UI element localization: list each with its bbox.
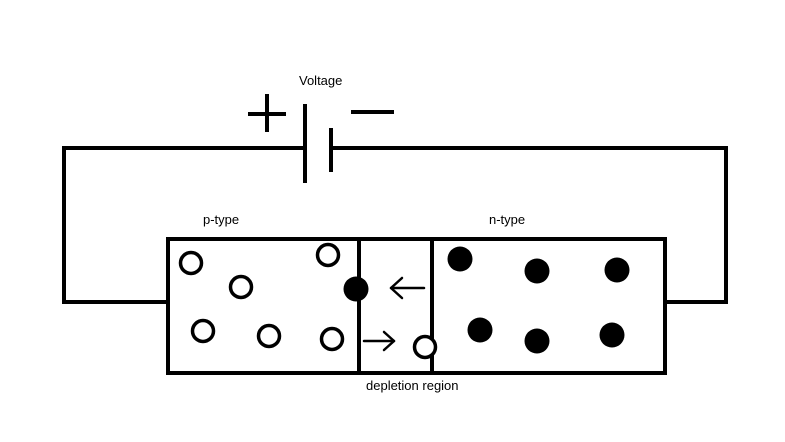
left-wire [62, 146, 307, 304]
hole-icon [412, 334, 438, 360]
p-type-label: p-type [203, 212, 240, 227]
hole-icon [178, 250, 204, 276]
hole-icon [256, 323, 282, 349]
electron-icon [604, 257, 630, 283]
electron-icon [599, 322, 625, 348]
electron-icon [447, 246, 473, 272]
electron-icon [524, 328, 550, 354]
holes-group [178, 242, 438, 360]
plus-sign-icon [248, 94, 286, 132]
electrons-group [343, 246, 630, 354]
right-wire [329, 146, 728, 304]
voltage-label: Voltage [299, 73, 343, 88]
electron-icon [524, 258, 550, 284]
hole-icon [319, 326, 345, 352]
electron-icon [467, 317, 493, 343]
hole-icon [315, 242, 341, 268]
hole-icon [228, 274, 254, 300]
depletion-region-label: depletion region [366, 378, 459, 393]
semiconductor-block [166, 237, 667, 375]
n-type-label: n-type [489, 212, 526, 227]
hole-icon [190, 318, 216, 344]
electron-icon [343, 276, 369, 302]
left-arrow-icon [389, 276, 426, 300]
right-arrow-icon [362, 330, 396, 352]
